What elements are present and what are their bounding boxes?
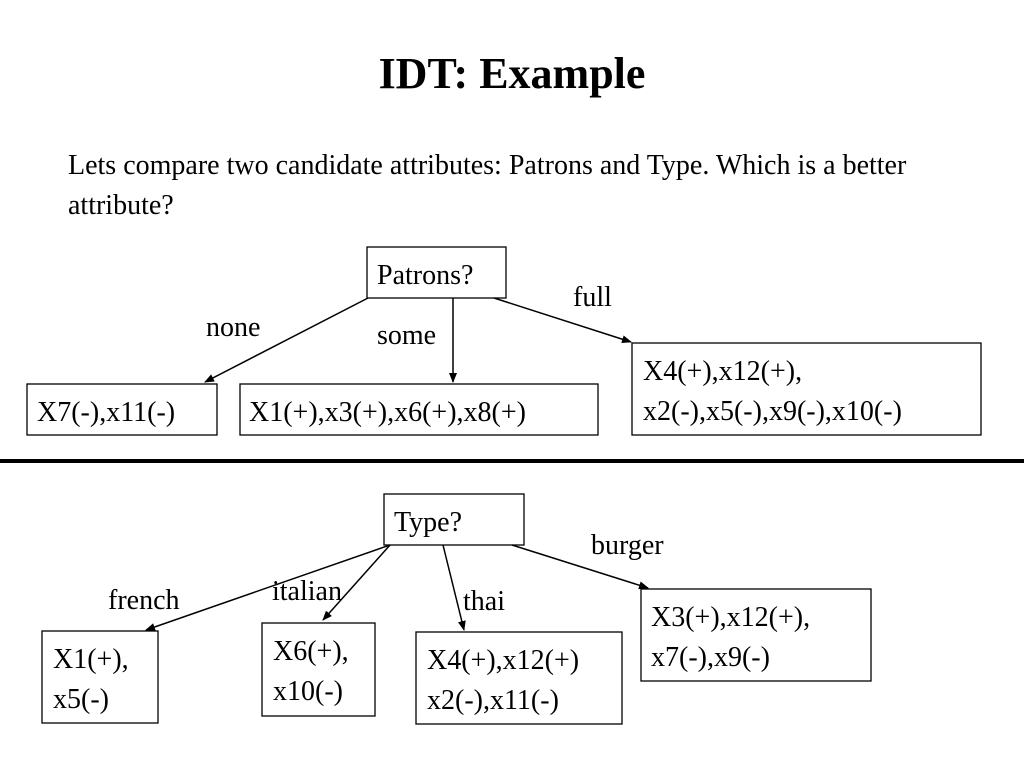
leaf-text-thai-line1: X4(+),x12(+) (427, 645, 579, 676)
leaf-node-thai (415, 631, 623, 725)
leaf-text-italian-line2: x10(-) (273, 676, 343, 707)
patrons-root-label: Patrons? (377, 260, 473, 291)
leaf-node-italian (261, 622, 376, 717)
intro-text: Lets compare two candidate attributes: P… (68, 150, 907, 221)
edge-type-french (145, 544, 391, 631)
edge-type-thai (442, 544, 466, 631)
branch-label-full: full (573, 282, 612, 313)
leaf-node-some (239, 383, 599, 436)
leaf-text-french-line2: x5(-) (53, 684, 109, 715)
leaf-text-french-line1: X1(+), (53, 644, 129, 675)
leaf-text-italian-line1: X6(+), (273, 636, 349, 667)
branch-label-burger: burger (591, 530, 664, 561)
leaf-text-burger-line1: X3(+),x12(+), (651, 602, 810, 633)
leaf-node-full (631, 342, 982, 436)
leaf-text-full-line1: X4(+),x12(+), (643, 356, 802, 387)
type-root-node (383, 493, 525, 546)
leaf-node-french (41, 630, 159, 724)
branch-label-some: some (377, 320, 436, 351)
leaf-text-some: X1(+),x3(+),x6(+),x8(+) (249, 397, 526, 428)
leaf-text-none: X7(-),x11(-) (37, 397, 175, 428)
patrons-root-node (366, 246, 507, 299)
edge-type-burger (511, 544, 649, 590)
edge-type-italian (322, 544, 391, 621)
leaf-text-full-line2: x2(-),x5(-),x9(-),x10(-) (643, 396, 902, 427)
leaf-text-thai-line2: x2(-),x11(-) (427, 685, 559, 716)
branch-label-none: none (206, 312, 260, 343)
leaf-node-none (26, 383, 218, 436)
slide-title: IDT: Example (378, 49, 646, 98)
branch-label-thai: thai (463, 586, 505, 617)
branch-label-italian: italian (272, 576, 342, 607)
edge-patrons-full (493, 297, 632, 344)
branch-label-french: french (108, 585, 180, 616)
type-tree: Type? french italian thai burger X1(+), … (41, 493, 872, 725)
edge-patrons-none (204, 297, 369, 383)
type-root-label: Type? (394, 507, 462, 538)
patrons-tree: Patrons? none some full X7(-),x11(-) X1(… (26, 246, 982, 436)
leaf-node-burger (640, 588, 872, 682)
leaf-text-burger-line2: x7(-),x9(-) (651, 642, 770, 673)
